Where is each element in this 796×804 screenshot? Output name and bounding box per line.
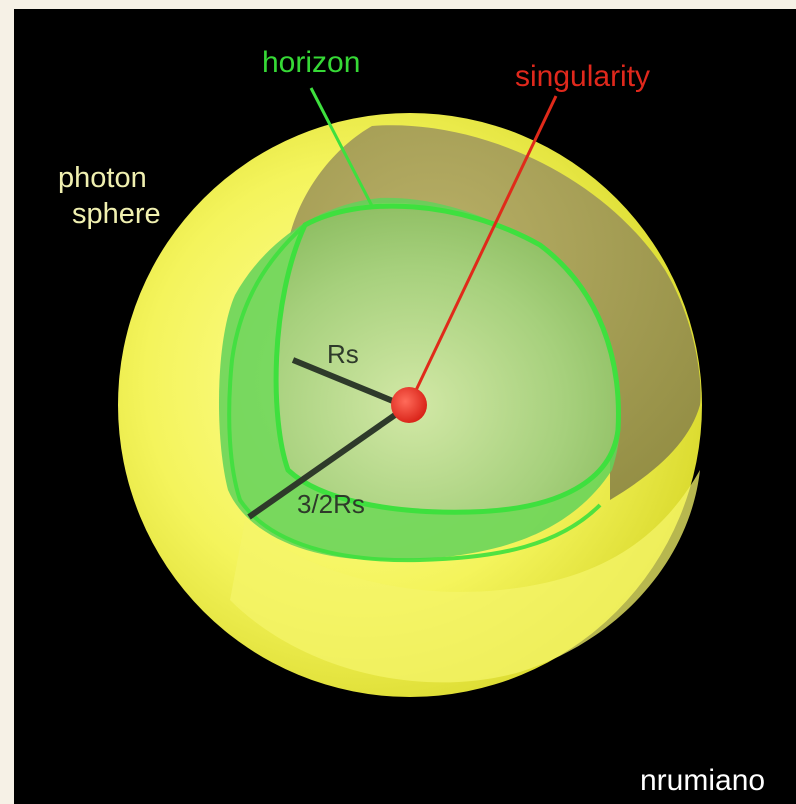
rs-label: Rs [327, 339, 359, 369]
horizon-outline [273, 203, 621, 515]
photon-sphere-label-line1: photon [58, 162, 147, 194]
photon-sphere-front-lip [230, 470, 700, 683]
singularity-dot [391, 387, 427, 423]
three-half-rs-label: 3/2Rs [297, 489, 365, 519]
credit-watermark: nrumiano [640, 764, 765, 797]
diagram-panel: horizon singularity photon sphere Rs 3/2… [14, 9, 796, 804]
singularity-pointer-line [407, 95, 558, 406]
rs-radius-line [291, 357, 407, 409]
horizon-label: horizon [262, 46, 360, 79]
photon-sphere-label-line2: sphere [72, 198, 161, 230]
singularity-label: singularity [515, 60, 650, 93]
three-half-rs-radius-line [247, 405, 407, 520]
photon-sphere-cutaway [290, 125, 701, 500]
horizon-pointer-line [309, 87, 374, 207]
black-hole-diagram: horizon singularity photon sphere Rs 3/2… [58, 46, 765, 797]
